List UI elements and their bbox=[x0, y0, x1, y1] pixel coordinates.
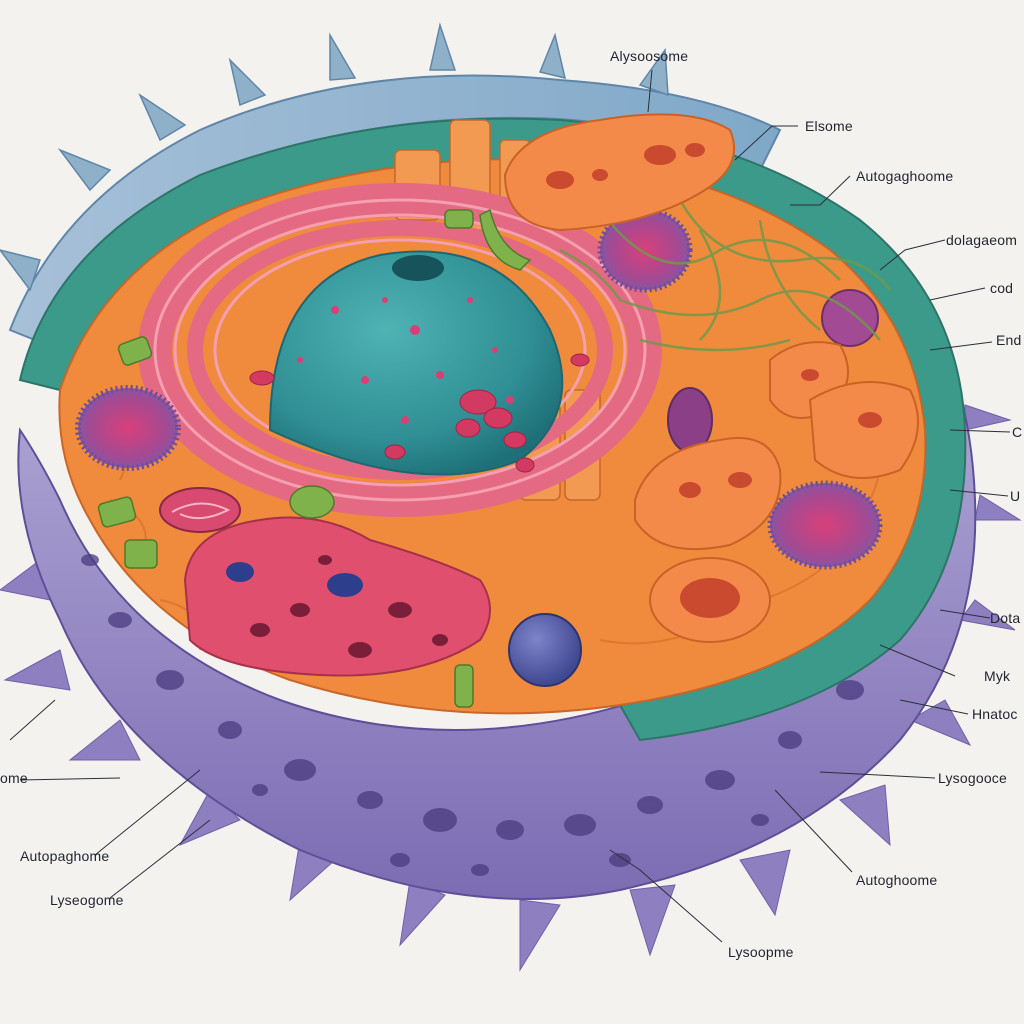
lysosome-left bbox=[75, 385, 181, 471]
label-c: C bbox=[1012, 424, 1023, 440]
label-cod: cod bbox=[990, 280, 1014, 296]
label-u: U bbox=[1010, 488, 1021, 504]
cytoskeleton-filaments bbox=[559, 199, 891, 352]
lysosome-right bbox=[767, 480, 883, 570]
purple-sphere bbox=[821, 289, 879, 347]
label-end: End bbox=[996, 332, 1022, 348]
label-dolagaeom: dolagaeom bbox=[946, 232, 1018, 248]
membrane-pores bbox=[81, 554, 911, 876]
nuclear-pore bbox=[392, 255, 444, 281]
label-autoghoome: Autoghoome bbox=[856, 872, 938, 888]
label-lysogooce: Lysogooce bbox=[938, 770, 1007, 786]
golgi-holes bbox=[226, 555, 448, 658]
membrane-spikes bbox=[0, 404, 1022, 972]
nucleolus-dots bbox=[297, 297, 514, 424]
label-dota: Dota bbox=[990, 610, 1021, 626]
orange-organelle-top-holes bbox=[546, 143, 705, 189]
vesicle-ball bbox=[508, 613, 582, 687]
orange-organelles-right-holes bbox=[679, 369, 882, 618]
label-ome-left: ome bbox=[0, 770, 28, 786]
label-alysoosome: Alysoosome bbox=[610, 48, 689, 64]
orange-organelle-top bbox=[503, 113, 735, 232]
label-autopaghome: Autopaghome bbox=[20, 848, 110, 864]
top-membrane bbox=[0, 22, 782, 352]
label-lyseogome: Lyseogome bbox=[50, 892, 124, 908]
red-vesicles bbox=[249, 353, 590, 578]
label-autogaghoome: Autogaghoome bbox=[856, 168, 954, 184]
label-lysoopme: Lysoopme bbox=[728, 944, 794, 960]
mitochondrion-small bbox=[159, 487, 241, 533]
label-elsome: Elsome bbox=[805, 118, 853, 134]
label-myk: Myk bbox=[984, 668, 1011, 684]
outer-membrane bbox=[17, 267, 977, 900]
leader-lines bbox=[9, 69, 1011, 943]
label-hnatoc: Hnatoc bbox=[972, 706, 1018, 722]
green-organelles bbox=[97, 208, 532, 708]
orange-organelles-right bbox=[634, 341, 919, 643]
